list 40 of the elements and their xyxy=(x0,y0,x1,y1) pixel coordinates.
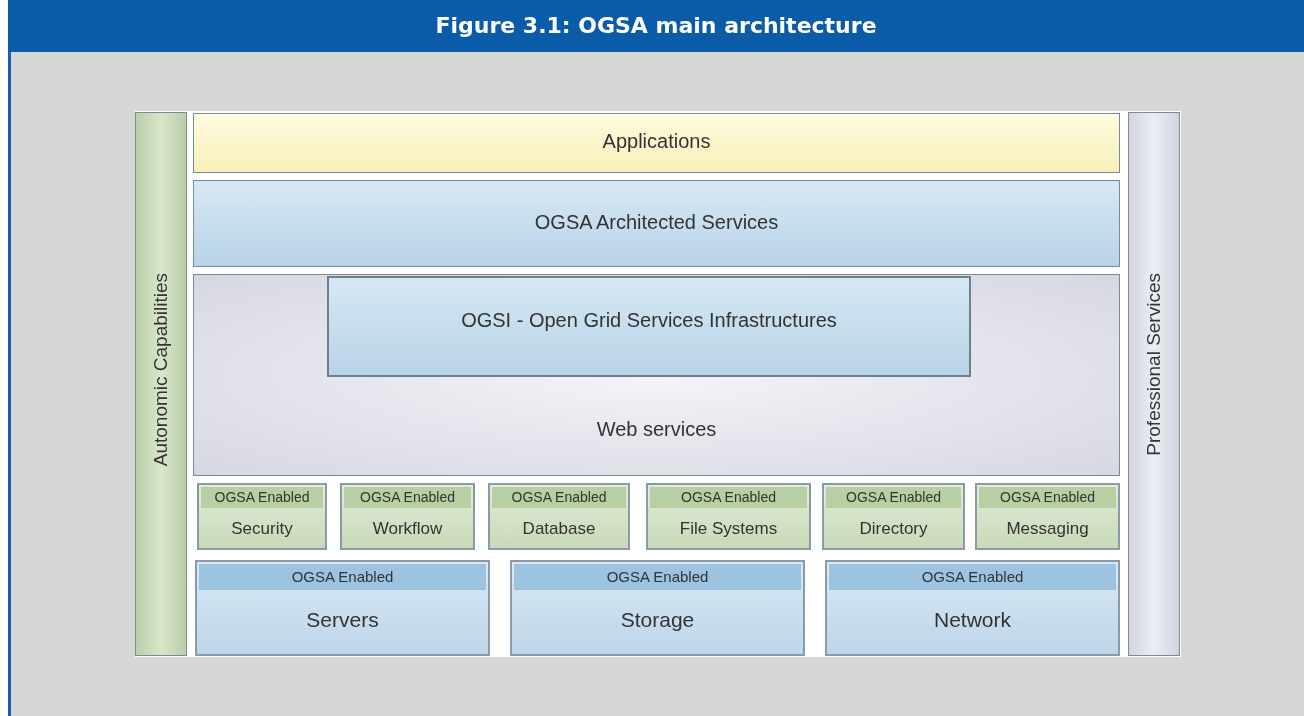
box-label: Network xyxy=(933,608,1012,632)
layer-label: Web services xyxy=(595,418,718,441)
box-label: Database xyxy=(521,519,597,539)
layer-band xyxy=(193,180,1120,267)
box-label: Security xyxy=(230,519,294,539)
service-box xyxy=(975,483,1120,550)
resource-box xyxy=(195,560,490,656)
figure-title: Figure 3.1: OGSA main architecture xyxy=(434,13,878,38)
resource-box xyxy=(510,560,805,656)
header-label: OGSA Enabled xyxy=(650,487,807,508)
service-box xyxy=(646,483,811,550)
layer-band xyxy=(327,276,971,377)
service-box xyxy=(822,483,965,550)
header-label: OGSA Enabled xyxy=(979,487,1116,508)
service-box xyxy=(197,483,327,550)
layer-label: OGSI - Open Grid Services Infrastructures xyxy=(460,309,838,332)
box-label: Servers xyxy=(305,608,380,632)
header-label: OGSA Enabled xyxy=(201,487,323,508)
layer-label: Professional Services xyxy=(1143,273,1165,456)
header-label: OGSA Enabled xyxy=(826,487,961,508)
layer-band xyxy=(193,113,1120,173)
layer-label: Applications xyxy=(601,130,712,153)
header-label: OGSA Enabled xyxy=(514,564,801,590)
box-label: Messaging xyxy=(1005,519,1090,539)
layer-label: Autonomic Capabilities xyxy=(150,273,172,467)
header-label: OGSA Enabled xyxy=(492,487,626,508)
header-label: OGSA Enabled xyxy=(829,564,1116,590)
service-box xyxy=(488,483,630,550)
side-band xyxy=(135,112,187,656)
box-label: File Systems xyxy=(678,519,779,539)
resource-box xyxy=(825,560,1120,656)
side-band xyxy=(1128,112,1180,656)
box-label: Storage xyxy=(619,608,696,632)
service-box xyxy=(340,483,475,550)
layer-band xyxy=(193,274,1120,476)
layer-label: OGSA Architected Services xyxy=(533,211,780,234)
box-label: Directory xyxy=(858,519,929,539)
box-label: Workflow xyxy=(371,519,444,539)
header-label: OGSA Enabled xyxy=(199,564,486,590)
header-label: OGSA Enabled xyxy=(344,487,471,508)
